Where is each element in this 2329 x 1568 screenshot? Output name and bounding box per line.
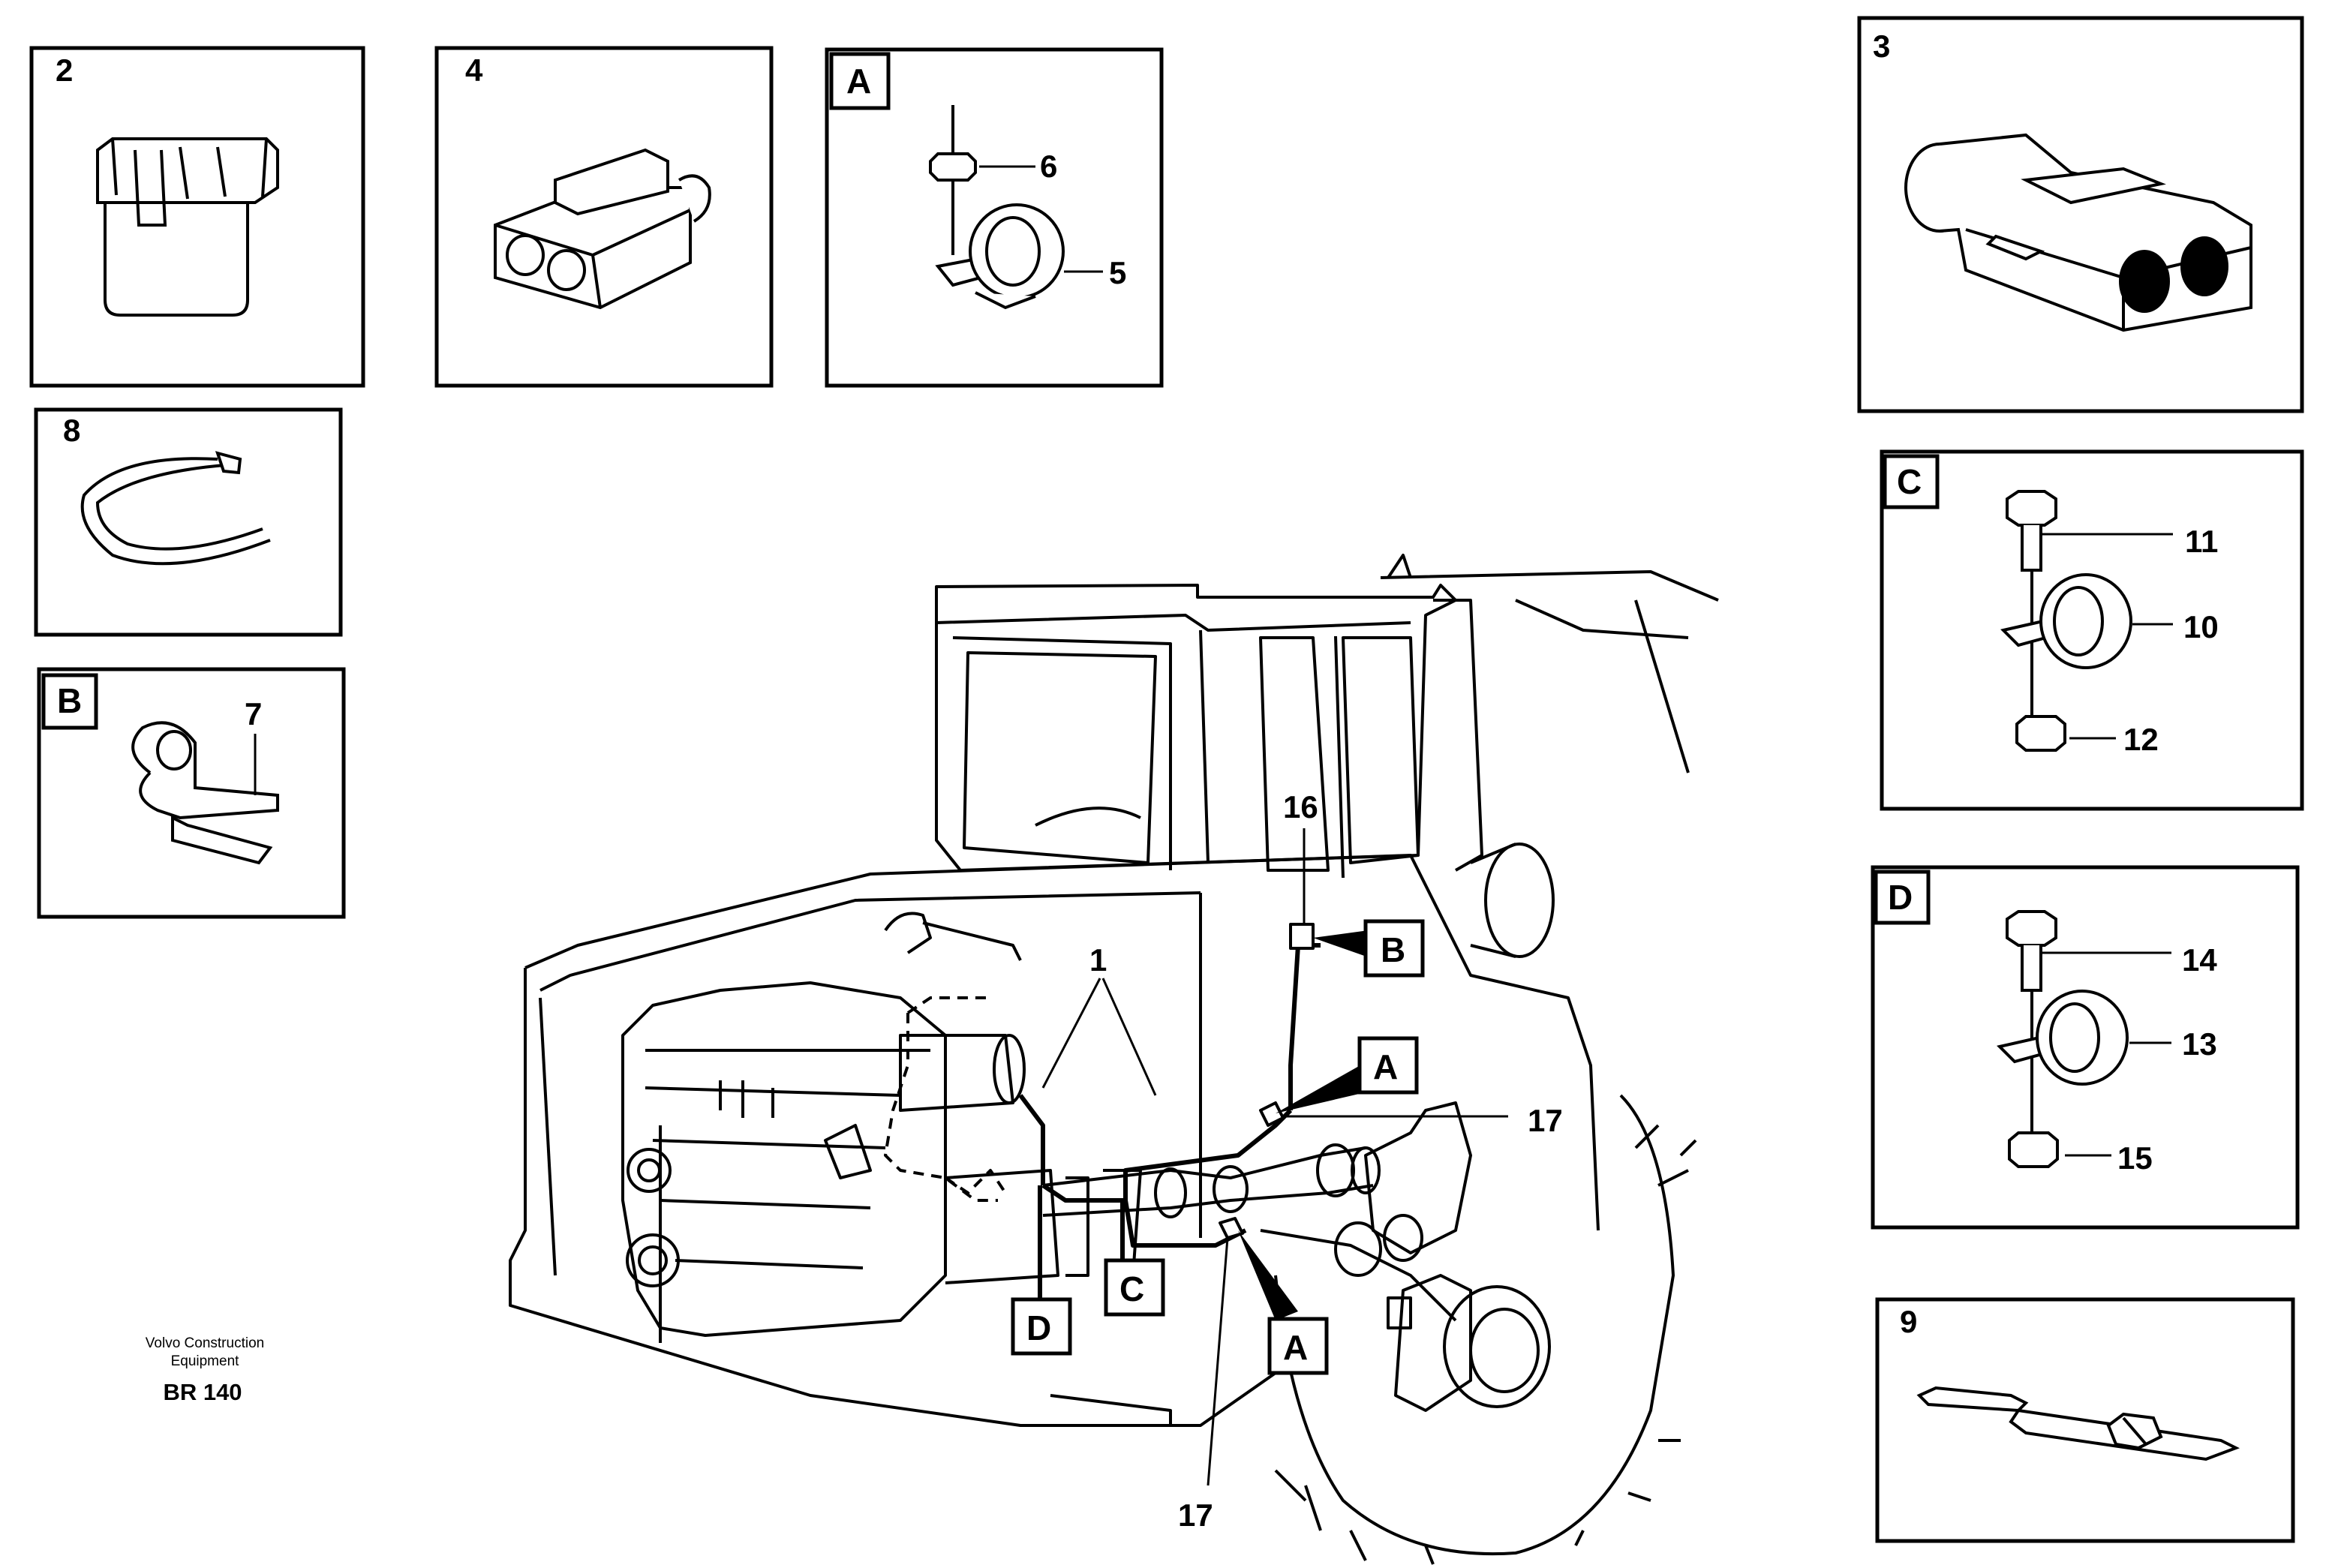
- pointer-A-lower: [1238, 1230, 1298, 1320]
- cab: [935, 554, 1483, 879]
- flat-clip-strip-icon: [1916, 1386, 2240, 1461]
- caption-manufacturer-line2: Equipment: [171, 1353, 240, 1369]
- callout-6: 6: [1040, 149, 1057, 184]
- bolt-grommet-clip-icon-2: [1997, 910, 2129, 1168]
- caption-manufacturer-line1: Volvo Construction: [146, 1335, 264, 1351]
- panel-C: C 11 10 12: [1880, 449, 2304, 811]
- wiring-harness-hidden: [884, 996, 1007, 1202]
- panel-A: A 6 5: [825, 47, 1164, 388]
- panel-C-tag: C: [1897, 462, 1922, 501]
- panel-2: 2: [29, 46, 365, 388]
- callout-17-upper: 17: [1528, 1103, 1563, 1138]
- callout-leader-1b: [1101, 978, 1157, 1096]
- ref-A-upper: A: [1373, 1047, 1398, 1086]
- clip-17-upper: [1259, 1101, 1285, 1127]
- callout-10: 10: [2183, 609, 2219, 644]
- pointer-A-upper: [1276, 1062, 1366, 1113]
- ref-C: C: [1119, 1269, 1144, 1308]
- callout-1: 1: [1089, 942, 1107, 978]
- panel-4-tag: 4: [465, 53, 483, 88]
- panel-B-tag: B: [57, 681, 82, 720]
- panel-B: B 7: [37, 667, 346, 919]
- clip-17-lower: [1219, 1217, 1244, 1239]
- callout-7: 7: [245, 696, 262, 731]
- panel-8-tag: 8: [63, 413, 80, 448]
- panel-A-tag: A: [846, 62, 871, 101]
- panel-4: 4: [434, 46, 774, 388]
- panel-3: 3: [1857, 16, 2304, 413]
- p-clip-icon: [131, 721, 279, 865]
- rear-body: [1380, 570, 1719, 958]
- callout-leader-17-lower: [1207, 1237, 1229, 1486]
- panel-9: 9: [1875, 1297, 2295, 1543]
- callout-13: 13: [2182, 1026, 2217, 1062]
- callout-12: 12: [2123, 722, 2159, 757]
- panel-8: 8: [34, 407, 343, 637]
- panel-3-tag: 3: [1873, 29, 1890, 64]
- panel-D-tag: D: [1888, 878, 1913, 917]
- engine-block: [621, 912, 1059, 1337]
- callout-15: 15: [2117, 1140, 2153, 1176]
- panel-D: D 14 13 15: [1871, 865, 2300, 1230]
- relay-connector-icon: [96, 137, 279, 317]
- pointer-B: [1313, 930, 1369, 957]
- callout-17-lower: 17: [1178, 1497, 1213, 1533]
- rubber-grommet-clip-icon: [929, 105, 1065, 310]
- twin-socket-connector-icon: [1904, 133, 2252, 332]
- machine-illustration: [509, 554, 1719, 1565]
- callout-11: 11: [2185, 524, 2218, 559]
- ref-B: B: [1381, 930, 1405, 969]
- propeller-shaft: [1042, 1143, 1381, 1277]
- ref-D: D: [1026, 1308, 1051, 1347]
- callout-14: 14: [2182, 942, 2217, 978]
- panel-2-tag: 2: [56, 53, 73, 88]
- callout-16: 16: [1283, 789, 1318, 825]
- hood: [509, 854, 1600, 1427]
- wiring-harness: [1018, 943, 1321, 1248]
- connector-16: [1289, 923, 1315, 950]
- bolt-grommet-clip-icon: [2000, 490, 2132, 752]
- ref-A-lower: A: [1283, 1328, 1308, 1367]
- front-axle-wheel: [1260, 1094, 1697, 1565]
- callout-leader-1a: [1041, 978, 1101, 1089]
- cable-tie-icon: [80, 451, 271, 566]
- two-pin-plug-icon: [494, 148, 711, 310]
- caption-model: BR 140: [163, 1379, 242, 1405]
- panel-9-tag: 9: [1900, 1304, 1917, 1339]
- callout-5: 5: [1109, 255, 1126, 290]
